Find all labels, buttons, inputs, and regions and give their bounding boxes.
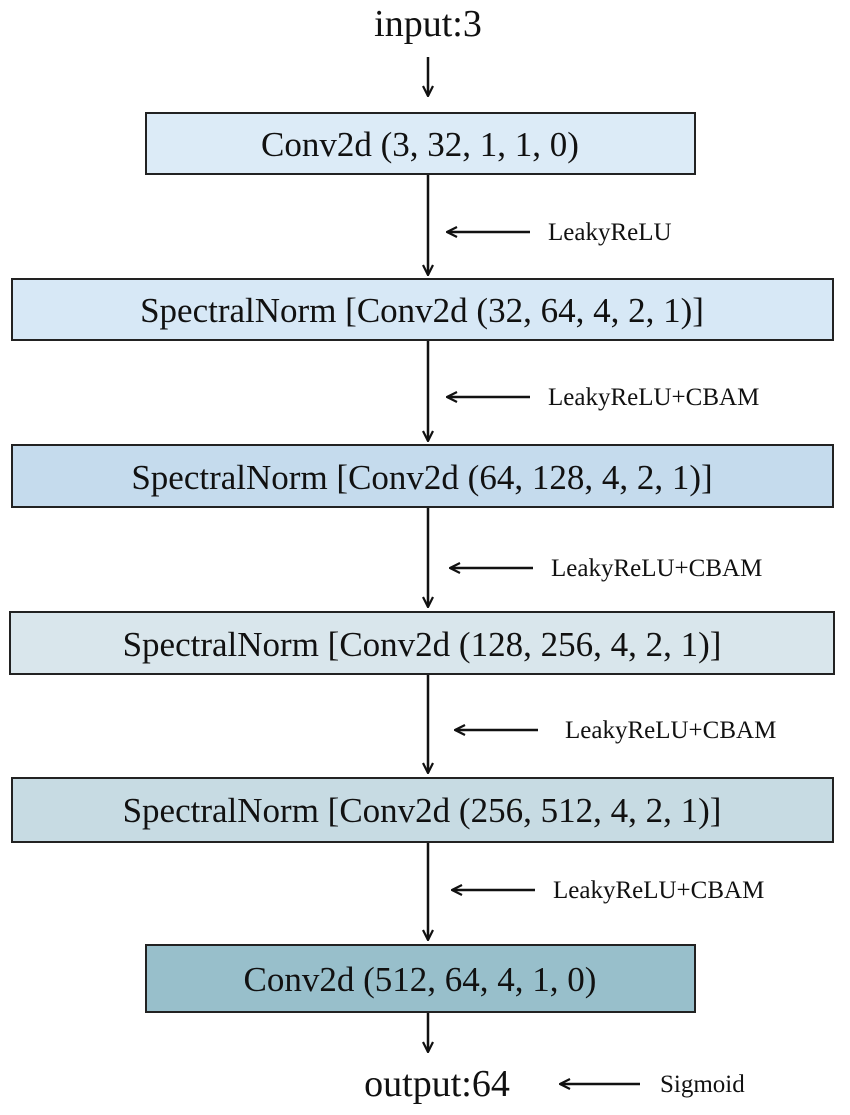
- layer-label: SpectralNorm [Conv2d (128, 256, 4, 2, 1)…: [123, 625, 722, 664]
- layer-box-5: SpectralNorm [Conv2d (256, 512, 4, 2, 1)…: [11, 777, 834, 843]
- activation-label: LeakyReLU+CBAM: [551, 555, 762, 582]
- layer-rect: [9, 611, 835, 675]
- layer-rect: [145, 944, 696, 1013]
- layer-box-3: SpectralNorm [Conv2d (64, 128, 4, 2, 1)]: [11, 444, 834, 508]
- activation-label: LeakyReLU+CBAM: [565, 717, 776, 744]
- layer-box-2: SpectralNorm [Conv2d (32, 64, 4, 2, 1)]: [11, 278, 834, 341]
- activation-label: LeakyReLU: [548, 219, 672, 246]
- layer-rect: [11, 444, 834, 508]
- layer-label: SpectralNorm [Conv2d (64, 128, 4, 2, 1)]: [131, 458, 712, 497]
- input-label: input:3: [374, 3, 482, 45]
- output-activation: Sigmoid: [560, 1071, 745, 1098]
- layer-rect: [11, 777, 834, 843]
- activation-label: LeakyReLU+CBAM: [553, 877, 764, 904]
- layer-rect: [145, 112, 696, 175]
- activation-3: LeakyReLU+CBAM: [450, 555, 762, 582]
- layer-rect: [11, 278, 834, 341]
- activation-2: LeakyReLU+CBAM: [447, 384, 759, 411]
- layer-label: SpectralNorm [Conv2d (32, 64, 4, 2, 1)]: [140, 291, 704, 330]
- layer-box-4: SpectralNorm [Conv2d (128, 256, 4, 2, 1)…: [9, 611, 835, 675]
- layer-box-6: Conv2d (512, 64, 4, 1, 0): [145, 944, 696, 1013]
- activation-5: LeakyReLU+CBAM: [452, 877, 764, 904]
- layer-label: Conv2d (512, 64, 4, 1, 0): [244, 960, 597, 999]
- activation-1: LeakyReLU: [447, 219, 672, 246]
- activation-label: LeakyReLU+CBAM: [548, 384, 759, 411]
- layer-box-1: Conv2d (3, 32, 1, 1, 0): [145, 112, 696, 175]
- layer-label: Conv2d (3, 32, 1, 1, 0): [261, 125, 579, 164]
- activation-4: LeakyReLU+CBAM: [455, 717, 776, 744]
- layer-label: SpectralNorm [Conv2d (256, 512, 4, 2, 1)…: [123, 791, 722, 830]
- output-label: output:64: [364, 1063, 510, 1105]
- sigmoid-label: Sigmoid: [660, 1071, 745, 1098]
